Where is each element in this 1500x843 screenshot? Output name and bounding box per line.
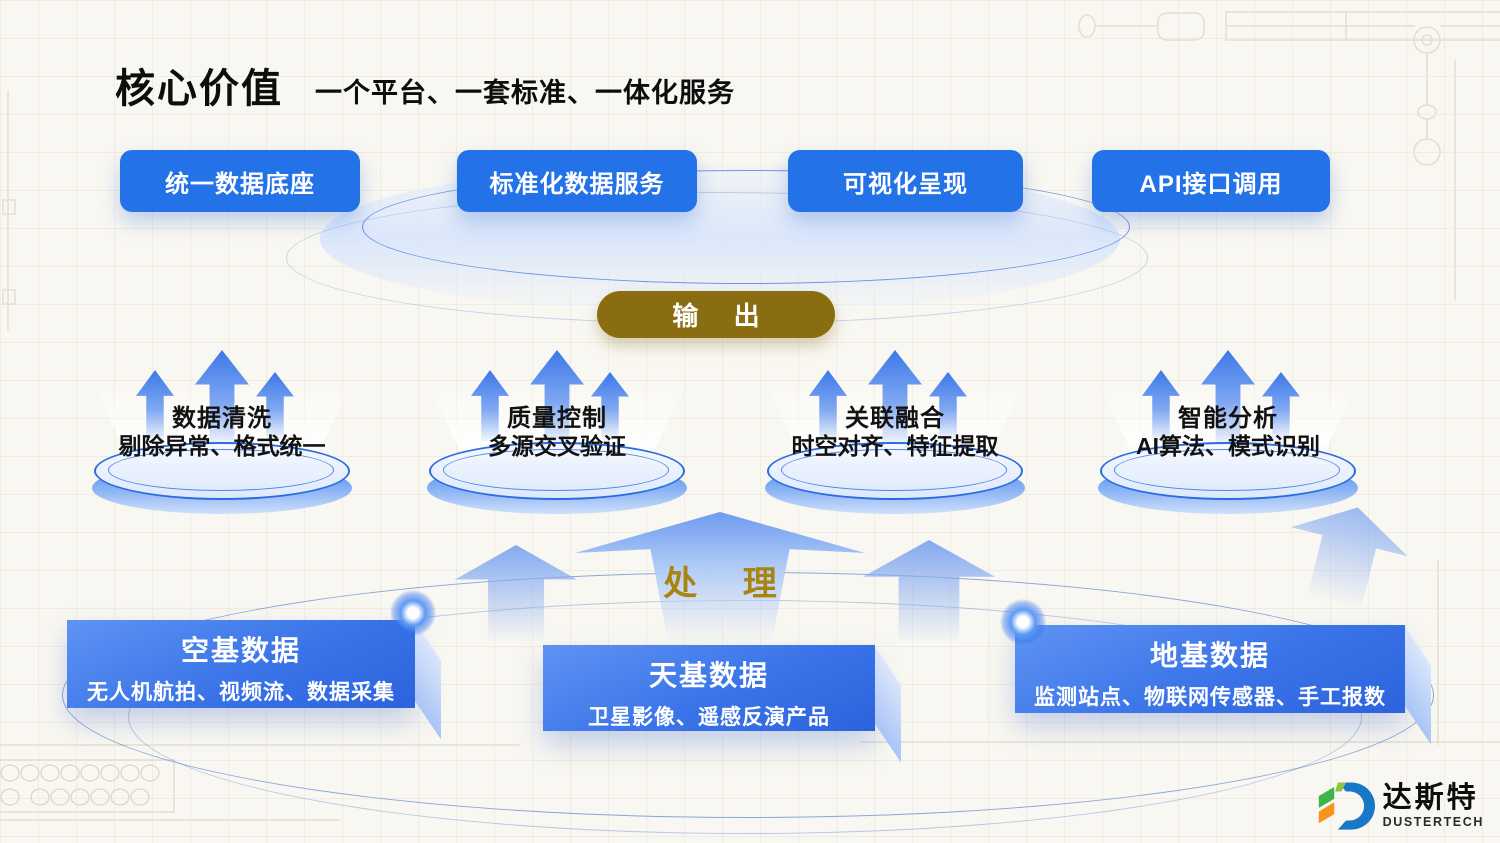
stage-title: 智能分析 xyxy=(1178,405,1278,432)
stage-description: 时空对齐、特征提取 xyxy=(791,433,999,459)
platform-disc xyxy=(765,442,1025,514)
page-title: 核心价值 xyxy=(115,67,283,111)
stage-title: 数据清洗 xyxy=(172,405,272,432)
stage-intelligent-analysis: 智能分析 AI算法、模式识别 xyxy=(1068,348,1388,514)
stage-description: 剔除异常、格式统一 xyxy=(118,433,326,459)
platform-disc xyxy=(427,442,687,514)
connector-node-icon xyxy=(1000,599,1046,645)
source-title: 空基数据 xyxy=(180,635,301,666)
stage-description: AI算法、模式识别 xyxy=(1136,433,1320,459)
stage-description: 多源交叉验证 xyxy=(488,433,626,459)
platform-disc xyxy=(92,442,352,514)
output-badge: 输 出 xyxy=(597,291,835,338)
source-description: 无人机航拍、视频流、数据采集 xyxy=(87,681,395,704)
stage-title: 关联融合 xyxy=(845,405,945,432)
source-title: 天基数据 xyxy=(648,660,769,691)
stage-association-fusion: 关联融合 时空对齐、特征提取 xyxy=(735,348,1055,514)
page-subtitle: 一个平台、一套标准、一体化服务 xyxy=(315,78,735,108)
dustertech-logo-icon xyxy=(1318,782,1375,830)
logo-name: 达斯特 xyxy=(1382,782,1479,815)
stage-data-cleaning: 数据清洗 剔除异常、格式统一 xyxy=(62,348,382,514)
platform-disc xyxy=(1098,442,1358,514)
logo-tagline: DUSTERTECH xyxy=(1382,814,1484,829)
output-chip-visualization: 可视化呈现 xyxy=(788,150,1023,212)
stage-quality-control: 质量控制 多源交叉验证 xyxy=(397,348,717,514)
output-chip-api-call: API接口调用 xyxy=(1092,150,1330,212)
source-description: 监测站点、物联网传感器、手工报数 xyxy=(1034,686,1386,709)
stage-title: 质量控制 xyxy=(507,405,607,432)
company-logo: 达斯特 DUSTERTECH xyxy=(1317,777,1484,835)
output-chip-standardized-data-service: 标准化数据服务 xyxy=(457,150,697,212)
processing-badge: 处 理 xyxy=(663,565,795,603)
source-description: 卫星影像、遥感反演产品 xyxy=(588,706,830,729)
source-box-spaceborne-data: 天基数据 卫星影像、遥感反演产品 xyxy=(543,645,901,763)
source-box-airborne-data: 空基数据 无人机航拍、视频流、数据采集 xyxy=(67,620,441,740)
source-title: 地基数据 xyxy=(1149,640,1270,671)
output-chip-unified-data-base: 统一数据底座 xyxy=(120,150,360,212)
source-box-ground-data: 地基数据 监测站点、物联网传感器、手工报数 xyxy=(1015,625,1431,745)
slide-header: 核心价值 一个平台、一套标准、一体化服务 xyxy=(115,56,735,114)
connector-node-icon xyxy=(390,590,436,636)
